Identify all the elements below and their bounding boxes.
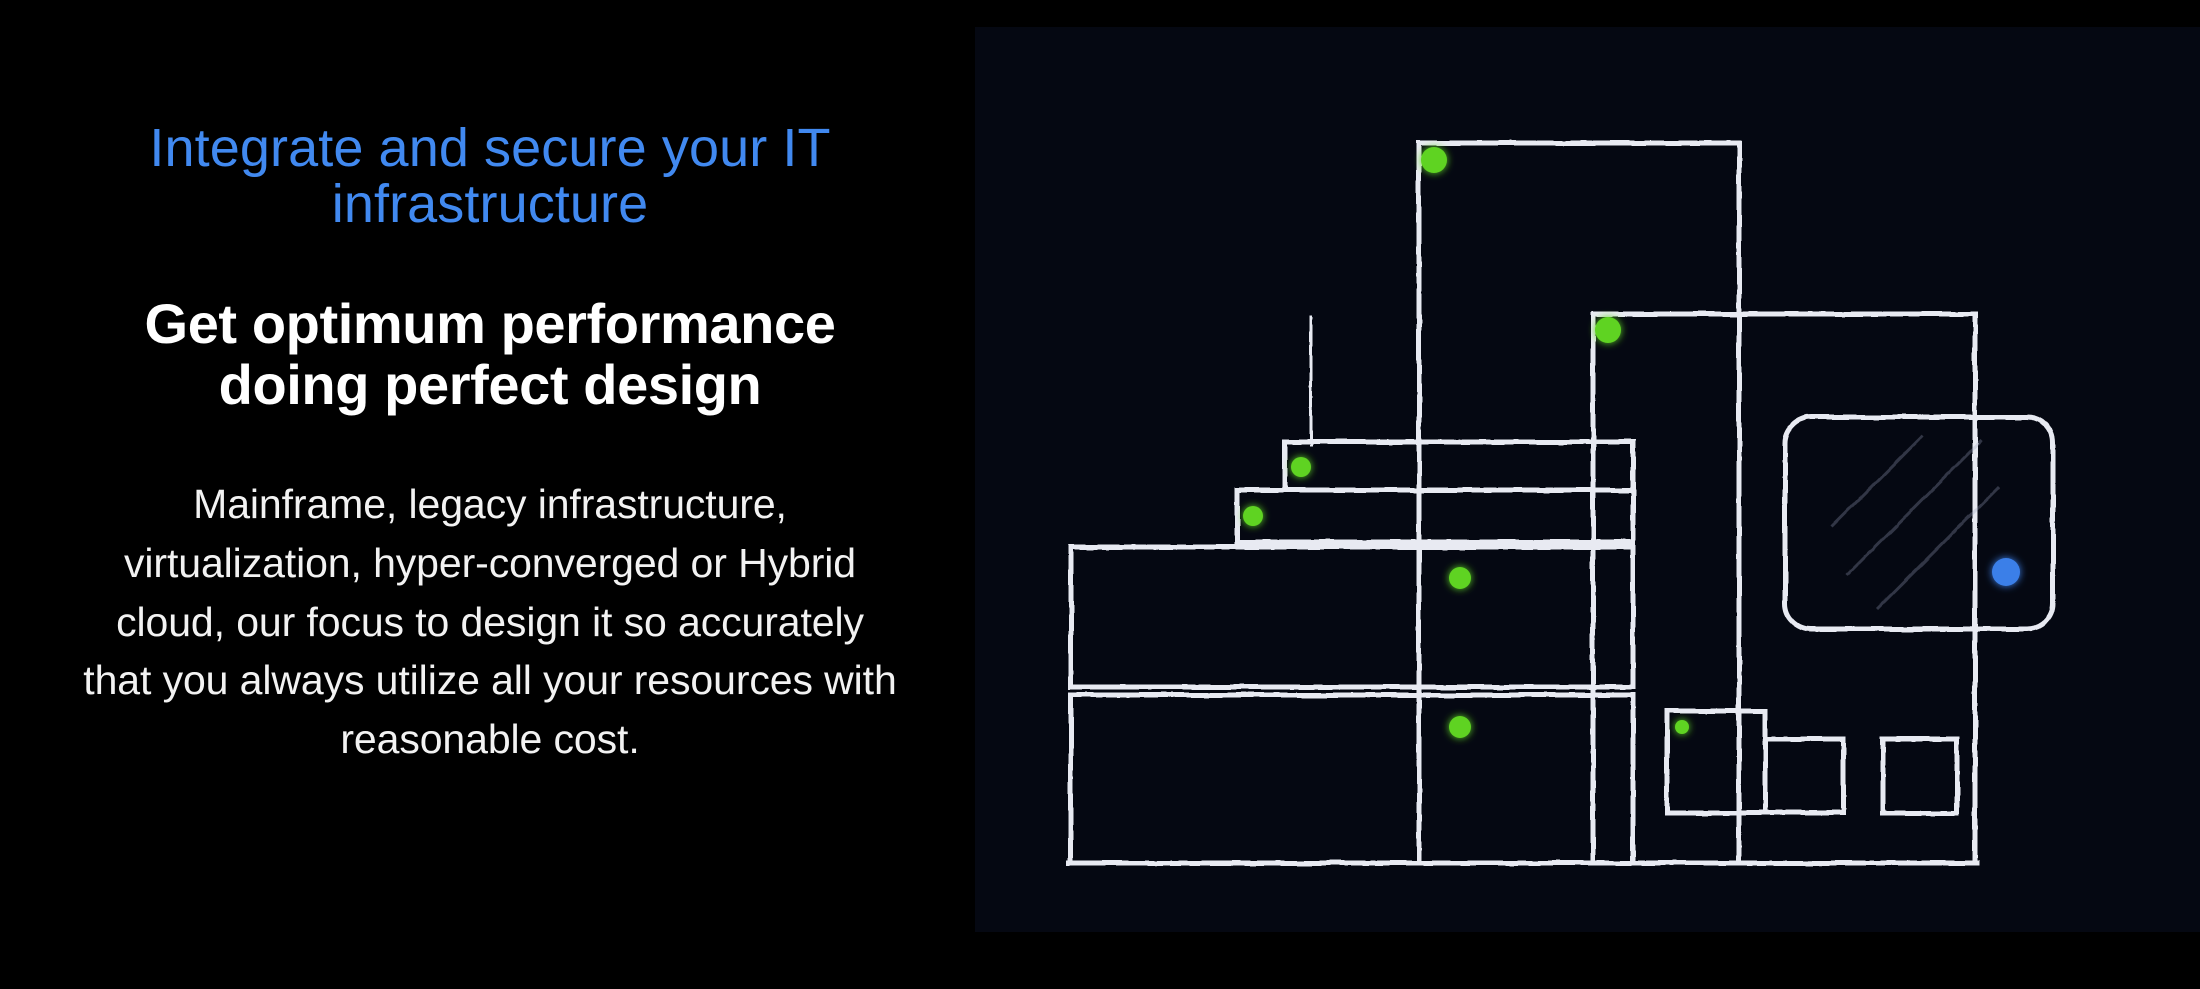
rack-slim-top-icon <box>1282 439 1636 493</box>
node-rack-slim-second-icon <box>1243 506 1263 526</box>
small-box-right-icon <box>1880 736 1960 816</box>
it-infrastructure-sketch-icon <box>1066 140 2056 866</box>
tablet-hatching-icon <box>1829 433 2001 611</box>
sketch-linework <box>1066 140 2056 866</box>
tower-tall-center-icon <box>1416 140 1742 866</box>
illustration-panel <box>975 27 2200 932</box>
small-box-mid-icon <box>1762 736 1846 816</box>
node-small-box-icon <box>1675 720 1689 734</box>
eyebrow-title: Integrate and secure your IT infrastruct… <box>149 118 831 235</box>
text-block: Integrate and secure your IT infrastruct… <box>70 120 910 768</box>
server-box-upper-icon <box>1068 544 1636 690</box>
server-box-lower-icon <box>1068 692 1636 866</box>
rack-slim-second-icon <box>1234 487 1636 545</box>
node-tower-tall-icon <box>1421 147 1447 173</box>
node-server-lower-icon <box>1449 716 1471 738</box>
tablet-rounded-icon <box>1782 414 2056 632</box>
node-tower-right-icon <box>1595 317 1621 343</box>
node-tablet-icon <box>1992 558 2020 586</box>
body-paragraph: Mainframe, legacy infrastructure, virtua… <box>83 481 897 762</box>
page-title: Get optimum performance doing perfect de… <box>144 292 836 416</box>
node-server-upper-icon <box>1449 567 1471 589</box>
status-node-group <box>1243 147 2020 738</box>
text-column: Integrate and secure your IT infrastruct… <box>0 0 975 989</box>
node-rack-slim-top-icon <box>1291 457 1311 477</box>
